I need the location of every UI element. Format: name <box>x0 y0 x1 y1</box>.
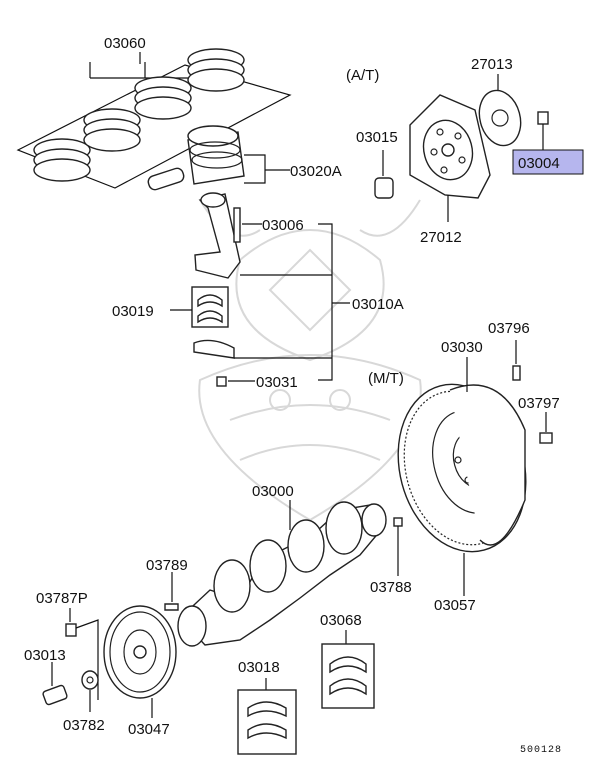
label-03000: 03000 <box>252 483 294 500</box>
washer-03782 <box>81 670 99 690</box>
label-03019: 03019 <box>112 303 154 320</box>
crankshaft-nose <box>177 605 207 647</box>
connecting-rod: 03006 03010A 03019 03031 <box>112 192 404 391</box>
label-27012: 27012 <box>420 229 462 246</box>
ring-stack-3 <box>134 76 192 120</box>
label-03015: 03015 <box>356 129 398 146</box>
bearing-box-03068 <box>321 643 375 709</box>
label-03047: 03047 <box>128 721 170 738</box>
flywheel-group: (M/T) 03030 03057 03796 03797 <box>368 320 560 614</box>
crankshaft-group: 03000 03788 03789 <box>146 483 412 647</box>
pulley-group: 03047 03787P 03013 03782 <box>24 590 177 738</box>
bolt-03797 <box>539 432 553 444</box>
label-03789: 03789 <box>146 557 188 574</box>
pin-03788 <box>393 517 403 527</box>
label-03018: 03018 <box>238 659 280 676</box>
label-03006: 03006 <box>262 217 304 234</box>
main-bearings-group: 03068 03018 <box>237 612 375 755</box>
drive-plate-group: (A/T) 27012 03015 27013 03004 <box>346 56 584 246</box>
ring-stack-2 <box>83 108 141 152</box>
label-03068: 03068 <box>320 612 362 629</box>
bearing-box-03018 <box>237 689 297 755</box>
label-03796: 03796 <box>488 320 530 337</box>
adapter-plate-27013 <box>478 89 522 147</box>
label-03057: 03057 <box>434 597 476 614</box>
label-at: (A/T) <box>346 67 379 84</box>
label-03031: 03031 <box>256 374 298 391</box>
nut-03031 <box>216 376 227 387</box>
bolt-03787p <box>65 623 77 637</box>
label-03788: 03788 <box>370 579 412 596</box>
label-03020a: 03020A <box>290 163 342 180</box>
label-03060: 03060 <box>104 35 146 52</box>
label-03013: 03013 <box>24 647 66 664</box>
piston: 03020A <box>147 125 342 191</box>
label-27013: 27013 <box>471 56 513 73</box>
bolt-03004 <box>537 111 549 125</box>
spacer-03015 <box>374 177 394 199</box>
ring-stack-4 <box>187 48 245 92</box>
key-03789 <box>164 603 179 611</box>
piston-rings-group: 03060 <box>16 35 292 189</box>
label-03787p: 03787P <box>36 590 88 607</box>
pin-03796 <box>512 365 521 381</box>
label-03797: 03797 <box>518 395 560 412</box>
label-03782: 03782 <box>63 717 105 734</box>
label-03010a: 03010A <box>352 296 404 313</box>
bolt-03013 <box>42 684 68 706</box>
highlight-03004[interactable] <box>512 149 584 175</box>
diagram-reference-code: 500128 <box>520 745 562 756</box>
label-mt: (M/T) <box>368 370 404 387</box>
label-03004[interactable]: 03004 <box>518 155 560 172</box>
label-03030: 03030 <box>441 339 483 356</box>
ring-stack-1 <box>33 138 91 182</box>
